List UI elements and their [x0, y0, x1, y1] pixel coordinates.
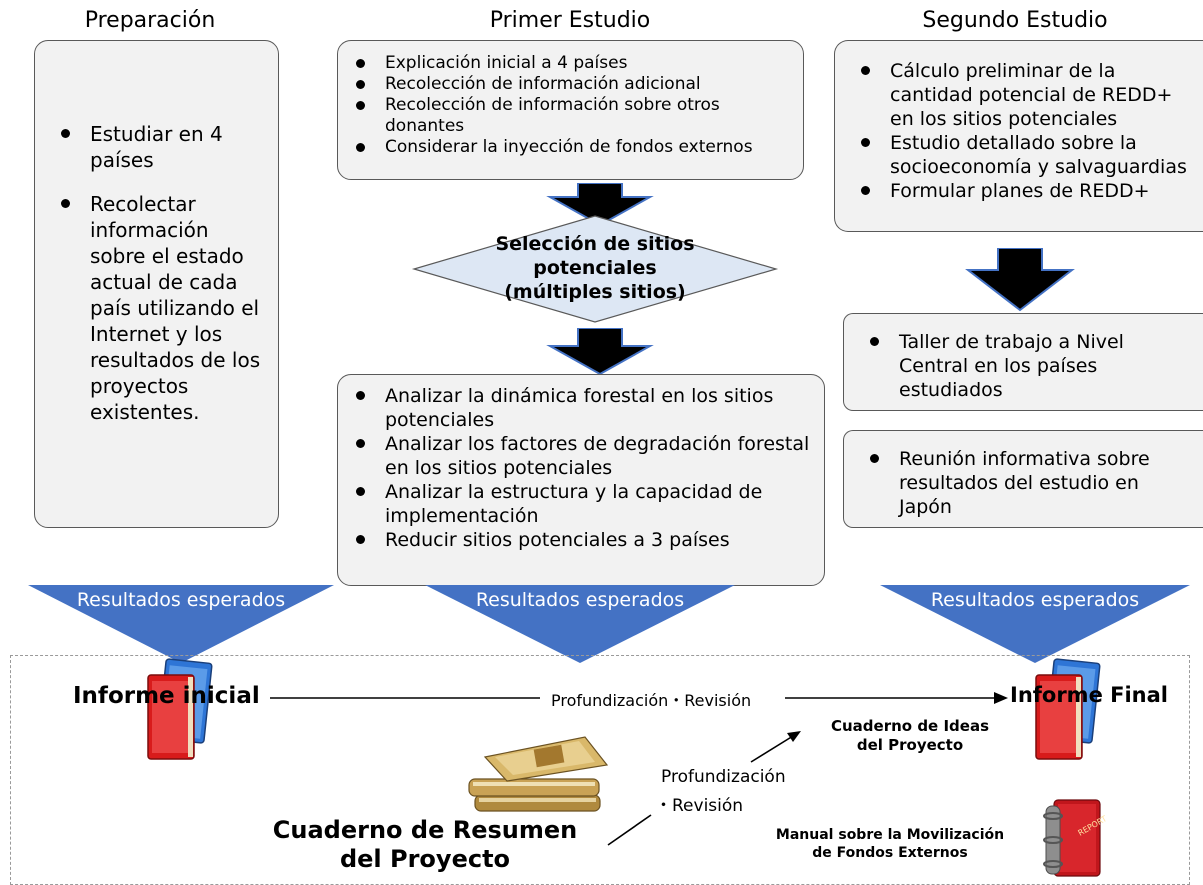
- segundo-estudio-list-3: Reunión informativa sobre resultados del…: [862, 447, 1162, 519]
- list-item: Recolectar información sobre el estado a…: [53, 191, 268, 425]
- revision-arrow-line: [270, 692, 1008, 704]
- column-title-preparacion: Preparación: [84, 8, 216, 33]
- diamond-text: Selección de sitios potenciales (múltipl…: [460, 232, 730, 304]
- cuaderno-resumen-label: Cuaderno de Resumen del Proyecto: [270, 816, 580, 874]
- down-arrow-3: [965, 248, 1075, 312]
- expected-results-band-left: [28, 585, 334, 663]
- list-item: Recolección de información sobre otros d…: [348, 95, 793, 137]
- cuaderno-resumen-line-2: del Proyecto: [339, 845, 511, 873]
- diamond-line-1: Selección de sitios: [495, 233, 695, 255]
- list-item: Formular planes de REDD+: [853, 179, 1198, 203]
- list-item: Considerar la inyección de fondos extern…: [348, 137, 793, 158]
- expected-results-label-middle: Resultados esperados: [475, 589, 685, 611]
- diagonal-line: [607, 814, 652, 846]
- list-item: Taller de trabajo a Nivel Central en los…: [862, 330, 1162, 402]
- informe-inicial-label: Informe inicial: [73, 683, 260, 709]
- manual-label: Manual sobre la Movilización de Fondos E…: [745, 826, 1035, 862]
- expected-results-label-right: Resultados esperados: [930, 589, 1140, 611]
- segundo-estudio-list-2: Taller de trabajo a Nivel Central en los…: [862, 330, 1162, 402]
- book-stack-icon-final: [1035, 658, 1101, 760]
- list-item: Recolección de información adicional: [348, 74, 793, 95]
- diamond-line-3: (múltiples sitios): [504, 281, 686, 303]
- list-item: Analizar los factores de degradación for…: [348, 432, 818, 480]
- decision-diamond: [411, 215, 779, 323]
- list-item: Reducir sitios potenciales a 3 países: [348, 528, 818, 552]
- segundo-estudio-box-2: Taller de trabajo a Nivel Central en los…: [843, 313, 1203, 411]
- primer-estudio-box-1: Explicación inicial a 4 países Recolecci…: [337, 40, 804, 180]
- revision-label: ・Revisión: [655, 796, 744, 816]
- informe-final-label: Informe Final: [1010, 683, 1168, 707]
- segundo-estudio-box-3: Reunión informativa sobre resultados del…: [843, 430, 1203, 528]
- report-book-icon: REPORT: [1043, 799, 1108, 877]
- primer-estudio-box-2: Analizar la dinámica forestal en los sit…: [337, 374, 825, 586]
- down-arrow-2: [546, 328, 654, 376]
- segundo-estudio-box-1: Cálculo preliminar de la cantidad potenc…: [834, 40, 1203, 232]
- diamond-line-2: potenciales: [533, 257, 657, 279]
- profundizacion-label: Profundización: [661, 767, 786, 787]
- segundo-estudio-list-1: Cálculo preliminar de la cantidad potenc…: [853, 59, 1198, 203]
- primer-estudio-list-2: Analizar la dinámica forestal en los sit…: [348, 384, 818, 552]
- list-item: Estudio detallado sobre la socioeconomía…: [853, 131, 1198, 179]
- preparacion-box: Estudiar en 4 países Recolectar informac…: [34, 40, 279, 528]
- expected-results-label-left: Resultados esperados: [76, 589, 286, 611]
- diagonal-arrow: [750, 731, 801, 763]
- book-stack-icon-initial: [147, 658, 213, 760]
- expected-results-band-right: [880, 585, 1190, 663]
- list-item: Analizar la dinámica forestal en los sit…: [348, 384, 818, 432]
- down-arrow-1: [546, 183, 654, 227]
- cuaderno-ideas-line-1: Cuaderno de Ideas: [831, 717, 989, 735]
- list-item: Analizar la estructura y la capacidad de…: [348, 480, 818, 528]
- list-item: Cálculo preliminar de la cantidad potenc…: [853, 59, 1198, 131]
- expected-results-band-middle: [425, 585, 735, 663]
- cuaderno-ideas-label: Cuaderno de Ideas del Proyecto: [820, 717, 1000, 755]
- list-item: Explicación inicial a 4 países: [348, 53, 793, 74]
- manual-line-2: de Fondos Externos: [812, 845, 968, 861]
- cuaderno-resumen-line-1: Cuaderno de Resumen: [272, 816, 578, 844]
- primer-estudio-list-1: Explicación inicial a 4 países Recolecci…: [348, 53, 793, 158]
- profundizacion-revision-label: Profundización・Revisión: [551, 691, 752, 710]
- column-title-primer-estudio: Primer Estudio: [489, 8, 651, 33]
- column-title-segundo-estudio: Segundo Estudio: [922, 8, 1108, 33]
- old-books-icon: [468, 736, 609, 812]
- cuaderno-ideas-line-2: del Proyecto: [856, 736, 964, 754]
- manual-line-1: Manual sobre la Movilización: [775, 827, 1005, 843]
- list-item: Estudiar en 4 países: [53, 121, 268, 173]
- list-item: Reunión informativa sobre resultados del…: [862, 447, 1162, 519]
- preparacion-list: Estudiar en 4 países Recolectar informac…: [53, 121, 268, 425]
